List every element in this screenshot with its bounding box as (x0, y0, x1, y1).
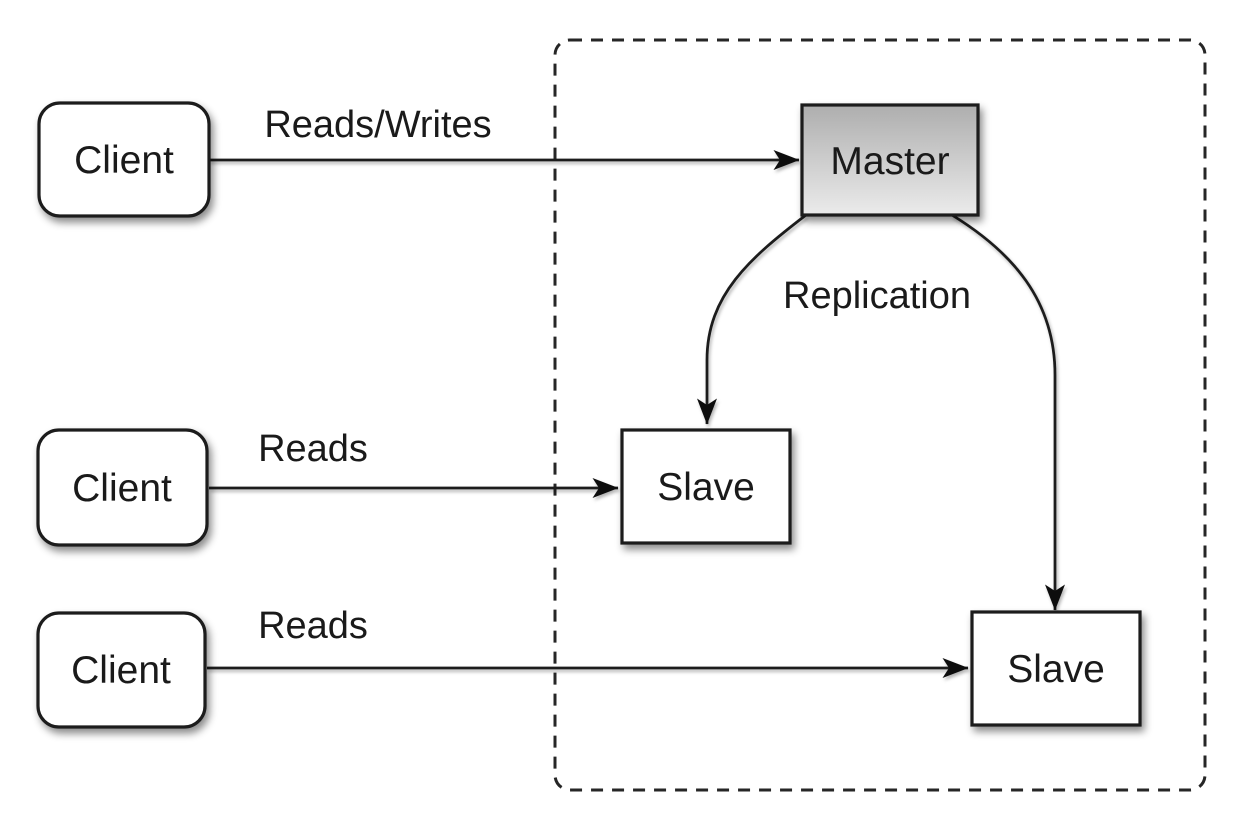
edge-master-slave1-replication (697, 213, 807, 425)
client-3-label: Client (71, 649, 171, 692)
edge-label-replication: Replication (783, 275, 971, 317)
slave-1-box (620, 428, 792, 545)
client-3-box (36, 611, 207, 729)
edge-master-slave2-replication (951, 213, 1065, 611)
master-box (800, 103, 980, 217)
client-1-box (37, 101, 211, 218)
node-client-1: Client (37, 101, 211, 218)
edges-group (207, 150, 1065, 678)
edge-label-reads-writes: Reads/Writes (264, 104, 491, 146)
slave-2-box (970, 610, 1142, 727)
node-slave-2: Slave (970, 610, 1142, 727)
client-1-label: Client (74, 139, 174, 182)
slave-2-label: Slave (1007, 648, 1105, 691)
node-slave-1: Slave (620, 428, 792, 545)
node-client-2: Client (36, 428, 209, 547)
client-2-label: Client (72, 467, 172, 510)
node-client-3: Client (36, 611, 207, 729)
node-master: Master (800, 103, 980, 217)
client-2-box (36, 428, 209, 547)
slave-1-label: Slave (657, 466, 755, 509)
edge-label-reads-bottom: Reads (258, 605, 368, 647)
edge-label-reads-mid: Reads (258, 428, 368, 470)
master-label: Master (830, 140, 949, 183)
